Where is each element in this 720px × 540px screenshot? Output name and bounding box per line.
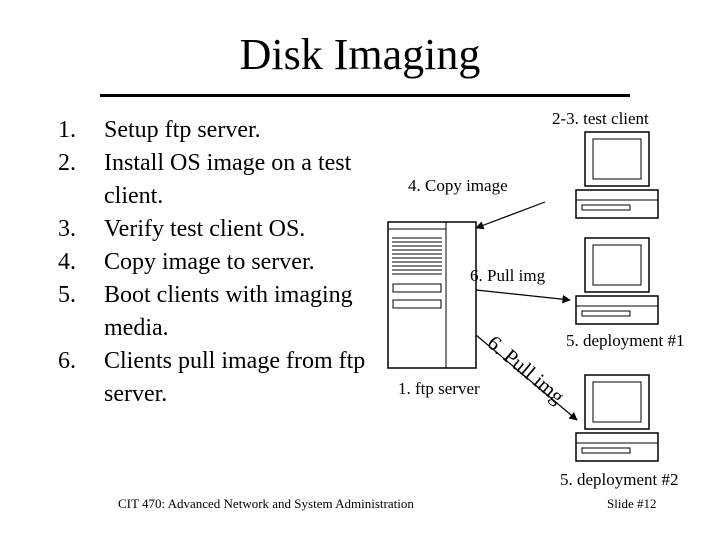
step-text: Clients pull image from ftp server. <box>104 348 366 407</box>
step-number: 6. <box>58 348 76 374</box>
footer-slide-number: Slide #12 <box>607 496 657 511</box>
pull-image-arrow-2 <box>475 334 578 421</box>
step-text: Setup ftp server. <box>104 117 261 143</box>
copy-image-arrow <box>475 201 546 230</box>
desktop-computer-icon <box>575 374 659 462</box>
footer-course-name: CIT 470: Advanced Network and System Adm… <box>118 496 414 511</box>
pull-img-diagonal-label: 6. Pull img <box>483 330 570 408</box>
deployment-2-label: 5. deployment #2 <box>560 470 679 489</box>
step-number: 1. <box>58 117 76 143</box>
copy-image-label: 4. Copy image <box>408 176 508 195</box>
step-item: 2. Install OS image on a test client. <box>58 147 378 213</box>
step-item: 1. Setup ftp server. <box>58 114 378 147</box>
step-number: 5. <box>58 282 76 308</box>
test-client-label: 2-3. test client <box>552 109 649 128</box>
step-item: 3. Verify test client OS. <box>58 213 378 246</box>
server-tower-icon <box>387 221 477 369</box>
step-number: 3. <box>58 216 76 242</box>
step-item: 5. Boot clients with imaging media. <box>58 279 378 345</box>
step-text: Install OS image on a test client. <box>104 150 352 209</box>
step-number: 2. <box>58 150 76 176</box>
step-item: 6. Clients pull image from ftp server. <box>58 345 378 411</box>
title-divider <box>100 94 630 97</box>
step-number: 4. <box>58 249 76 275</box>
ftp-server-label: 1. ftp server <box>398 379 480 398</box>
step-text: Boot clients with imaging media. <box>104 282 353 341</box>
step-item: 4. Copy image to server. <box>58 246 378 279</box>
steps-list: 1. Setup ftp server. 2. Install OS image o… <box>58 114 378 411</box>
desktop-computer-icon <box>575 131 659 219</box>
step-text: Copy image to server. <box>104 249 315 275</box>
pull-img-label: 6. Pull img <box>470 266 546 285</box>
step-text: Verify test client OS. <box>104 216 306 242</box>
deployment-1-label: 5. deployment #1 <box>566 331 685 350</box>
slide-title: Disk Imaging <box>239 30 481 79</box>
pull-image-arrow-1 <box>475 289 571 304</box>
desktop-computer-icon <box>575 237 659 325</box>
